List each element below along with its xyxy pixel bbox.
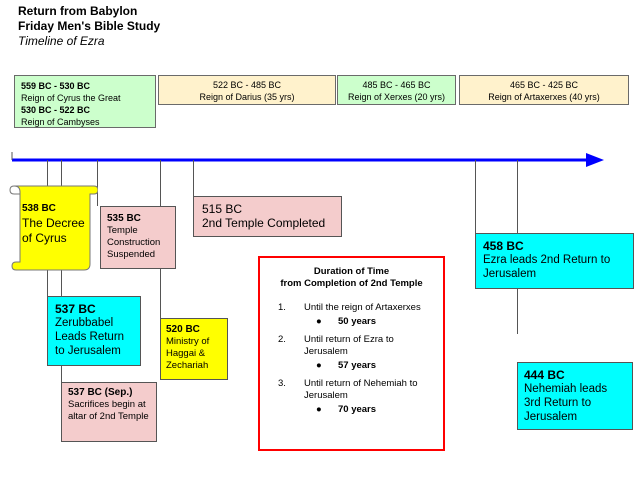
duration-box: Duration of Time from Completion of 2nd … [258, 256, 445, 451]
connector-line [61, 160, 62, 382]
duration-item-num: 1. [278, 302, 286, 313]
title-line-1: Return from Babylon [18, 4, 138, 18]
scroll-shape [9, 185, 98, 271]
duration-item-value: 50 years [338, 316, 377, 327]
timeline-arrow [11, 152, 604, 167]
connector-line [97, 160, 98, 206]
duration-item: 2. Until return of Ezra to Jerusalem ● 57… [266, 334, 437, 372]
event-text: Ministry of Haggai & Zechariah [166, 336, 210, 371]
event-year: 444 BC [524, 368, 565, 382]
period-label: Reign of Darius (35 yrs) [199, 92, 295, 102]
event-year: 537 BC [55, 302, 96, 316]
event-text: 2nd Temple Completed [202, 216, 326, 230]
bullet-icon: ● [316, 360, 322, 371]
connector-line [475, 160, 476, 233]
event-zerubbabel: 537 BC Zerubbabel Leads Return to Jerusa… [47, 296, 141, 366]
period-range: 485 BC - 465 BC [362, 80, 431, 90]
event-text: Ezra leads 2nd Return to Jerusalem [483, 254, 611, 280]
subtitle: Timeline of Ezra [18, 34, 105, 48]
event-text: Sacrifices begin at altar of 2nd Temple [68, 399, 149, 422]
event-sacrifices: 537 BC (Sep.) Sacrifices begin at altar … [61, 382, 157, 442]
duration-subtitle: from Completion of 2nd Temple [280, 278, 423, 289]
duration-item-label: Until the reign of Artaxerxes [304, 302, 421, 313]
event-year: 535 BC [107, 213, 141, 224]
connector-line [193, 160, 194, 196]
event-year: 520 BC [166, 324, 200, 335]
period-cyrus-cambyses: 559 BC - 530 BC Reign of Cyrus the Great… [14, 75, 156, 128]
event-text: Zerubbabel Leads Return to Jerusalem [55, 317, 125, 357]
duration-item-label: Until return of Nehemiah to Jerusalem [304, 378, 418, 401]
duration-item-num: 2. [278, 334, 286, 345]
timeline-arrowhead [586, 153, 604, 167]
period-xerxes: 485 BC - 465 BC Reign of Xerxes (20 yrs) [337, 75, 456, 105]
event-year: 515 BC [202, 202, 243, 216]
period-artaxerxes: 465 BC - 425 BC Reign of Artaxerxes (40 … [459, 75, 629, 105]
period-label: Reign of Xerxes (20 yrs) [347, 92, 446, 102]
event-year: 458 BC [483, 239, 524, 253]
event-haggai: 520 BC Ministry of Haggai & Zechariah [160, 318, 228, 380]
period-darius: 522 BC - 485 BC Reign of Darius (35 yrs) [158, 75, 336, 105]
bullet-icon: ● [316, 316, 322, 327]
duration-item: 3. Until return of Nehemiah to Jerusalem… [266, 378, 437, 416]
period-label: Reign of Artaxerxes (40 yrs) [488, 92, 600, 102]
bullet-icon: ● [316, 404, 322, 415]
duration-item-num: 3. [278, 378, 286, 389]
duration-item-value: 70 years [338, 404, 377, 415]
duration-item: 1. Until the reign of Artaxerxes ● 50 yea… [266, 302, 437, 328]
period-range: 465 BC - 425 BC [509, 80, 579, 90]
period-label: Reign of Cambyses [21, 117, 100, 127]
duration-item-value: 57 years [338, 360, 377, 371]
duration-title: Duration of Time [313, 266, 390, 277]
event-temple-completed: 515 BC 2nd Temple Completed [193, 196, 342, 237]
event-suspended: 535 BC Temple Construction Suspended [100, 206, 176, 269]
event-text: Nehemiah leads 3rd Return to Jerusalem [524, 383, 608, 423]
period-range: 559 BC - 530 BC [21, 81, 91, 91]
event-text: Temple Construction Suspended [107, 225, 161, 260]
period-label: Reign of Cyrus the Great [21, 93, 121, 103]
period-range: 530 BC - 522 BC [21, 105, 91, 115]
event-ezra: 458 BC Ezra leads 2nd Return to Jerusale… [475, 233, 634, 289]
event-year: 537 BC (Sep.) [68, 387, 133, 398]
period-range: 522 BC - 485 BC [212, 80, 282, 90]
event-decree: 538 BC The Decree of Cyrus [22, 202, 86, 246]
event-nehemiah: 444 BC Nehemiah leads 3rd Return to Jeru… [517, 362, 633, 430]
event-year: 538 BC [22, 203, 56, 214]
event-text: The Decree of Cyrus [22, 216, 85, 245]
title-line-2: Friday Men's Bible Study [18, 19, 161, 33]
duration-list: 1. Until the reign of Artaxerxes ● 50 yea… [266, 302, 437, 416]
duration-item-label: Until return of Ezra to Jerusalem [304, 334, 394, 357]
